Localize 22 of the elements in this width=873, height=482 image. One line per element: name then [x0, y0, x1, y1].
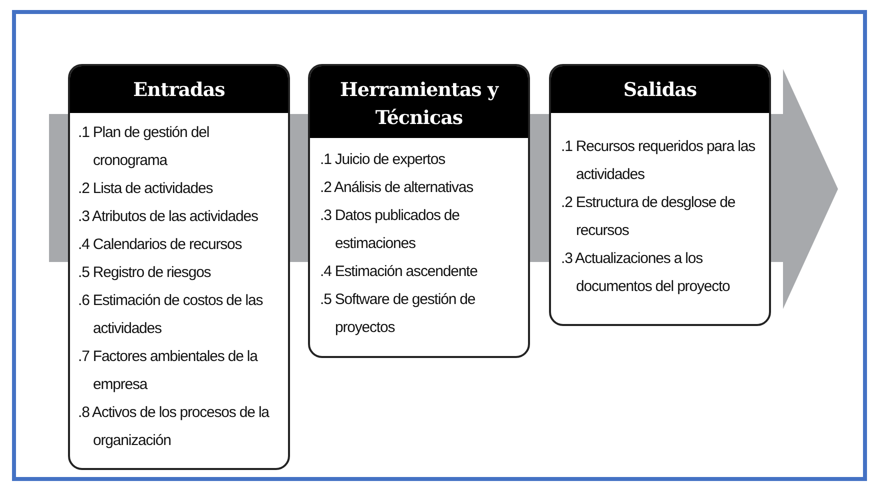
process-box [68, 64, 290, 470]
list-item: .5 Registro de riesgos [78, 263, 212, 283]
list-item: .6 Estimación de costos de las actividades [78, 291, 264, 339]
process-box [549, 64, 771, 326]
list-item: .2 Análisis de alternativas [320, 178, 474, 198]
list-item: .1 Plan de gestión del cronograma [78, 123, 210, 171]
list-item: .1 Juicio de expertos [320, 150, 446, 170]
list-item: .2 Lista de actividades [78, 179, 214, 199]
list-item: .4 Estimación ascendente [320, 262, 478, 282]
list-item: .3 Actualizaciones a los documentos del proyecto [561, 249, 731, 297]
list-item: .3 Atributos de las actividades [78, 207, 259, 227]
box-heading: Entradas [70, 66, 288, 113]
list-item: .3 Datos publicados de estimaciones [320, 206, 460, 254]
list-item: .4 Calendarios de recursos [78, 235, 243, 255]
list-item: .1 Recursos requeridos para las actividades [561, 137, 756, 185]
list-item: .2 Estructura de desglose de recursos [561, 193, 736, 241]
list-item: .8 Activos de los procesos de la organización [78, 403, 270, 451]
process-box [308, 64, 530, 358]
list-item: .7 Factores ambientales de la empresa [78, 347, 259, 395]
box-heading: Herramientas y Técnicas [310, 66, 528, 138]
box-heading: Salidas [551, 66, 769, 113]
list-item: .5 Software de gestión de proyectos [320, 290, 476, 338]
